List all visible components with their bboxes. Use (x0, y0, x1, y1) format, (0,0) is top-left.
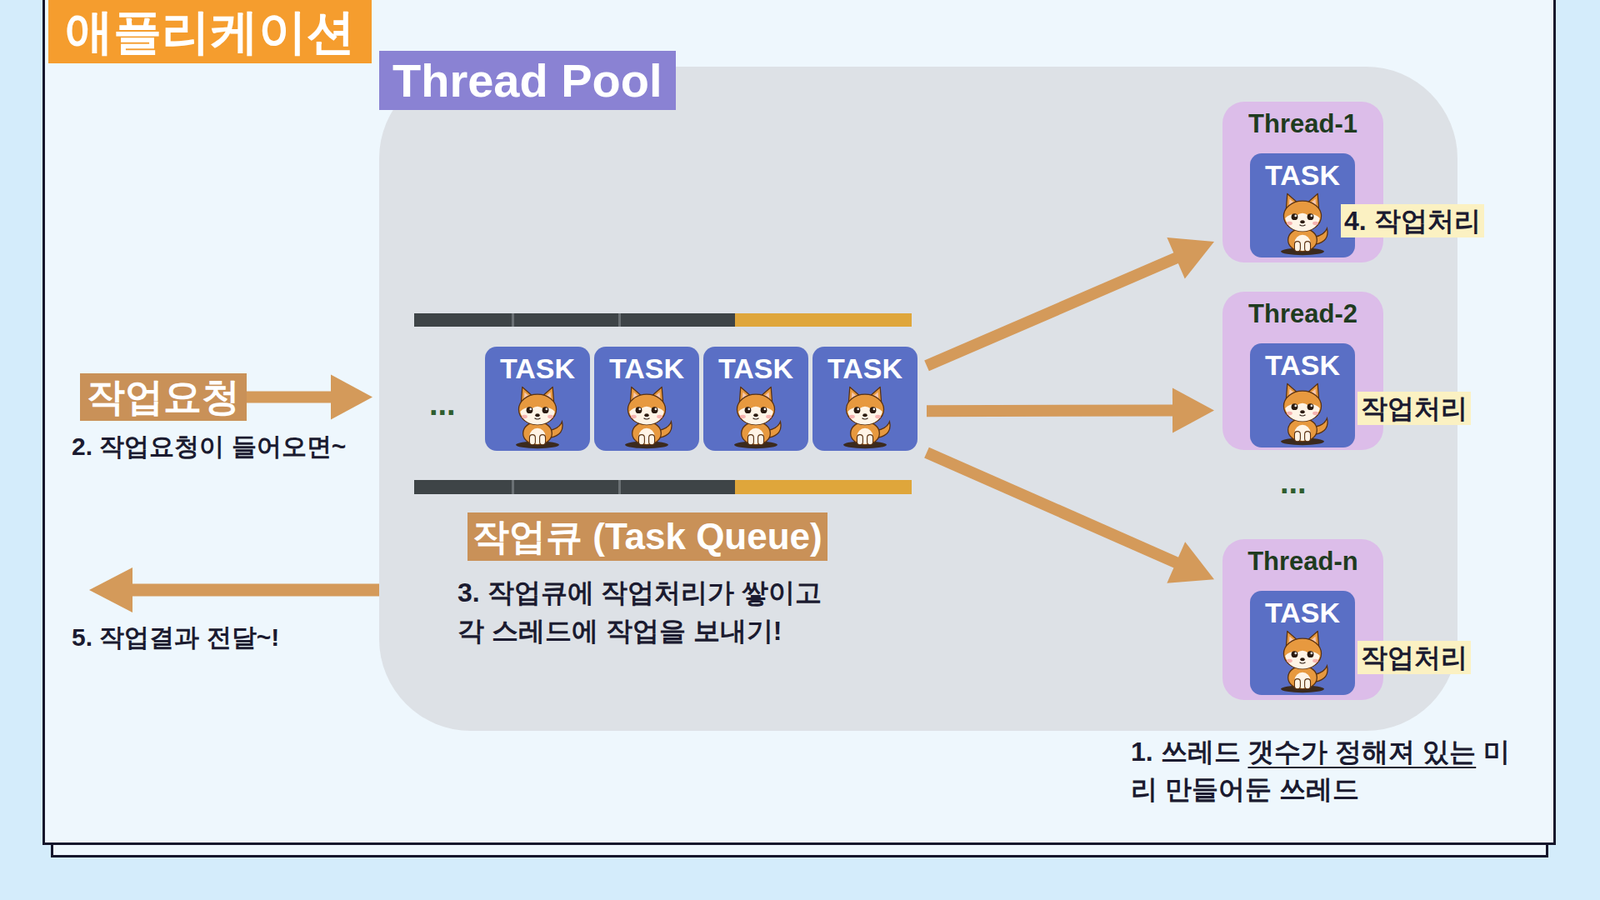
task-label: TASK (1265, 158, 1340, 193)
text-wrap: TASK (1250, 153, 1355, 193)
task-tile: TASK (1250, 153, 1355, 258)
dog-illustration-use (1280, 630, 1328, 693)
label-wrap: 1. 쓰레드 갯수가 정해져 있는 미리 만들어둔 쓰레드 (1130, 733, 1523, 809)
dog-illustration (718, 384, 794, 450)
task-tile: TASK (1250, 590, 1355, 695)
text-wrap: TASK (1250, 590, 1355, 630)
queue-rail-gap (618, 480, 621, 495)
arrow-head (1166, 237, 1215, 280)
task-queue: 작업큐 (Task Queue)TASKTASKTASKTASK (414, 313, 919, 495)
result-arrow-head (89, 567, 133, 613)
arrow-head (330, 375, 373, 420)
ellipsis: ... (1280, 463, 1307, 504)
thread-box: Thread-1TASK (1222, 101, 1384, 263)
step-note: 2. 작업요청이 들어오면~ (71, 430, 346, 463)
queue-rail-yellow (735, 313, 912, 327)
dog-illustration (609, 384, 685, 450)
task-label: TASK (1265, 348, 1340, 383)
task-tile: TASK (812, 346, 918, 451)
task-tile: TASK (1250, 343, 1355, 448)
frame-title: 애플리케이션 (48, 0, 372, 64)
thread-label: Thread-1 (1248, 108, 1358, 140)
process-tag: 작업처리 (1357, 640, 1471, 675)
dog-illustration-use (515, 386, 563, 449)
application-frame: 애플리케이션작업요청 Thread Pool 작업큐 (Task Queue) TAS… (42, 0, 1556, 845)
arrow-shaft (926, 452, 1178, 564)
arrow-shaft (246, 391, 333, 404)
queue-rail-gap (618, 313, 621, 327)
task-label: TASK (609, 351, 685, 386)
arrow-shaft (926, 405, 1175, 418)
flow-arrow (926, 237, 1215, 366)
request-box: 작업요청 (80, 373, 247, 421)
dog-illustration (1265, 628, 1340, 694)
ellipsis: ... (429, 385, 456, 425)
result-arrow-shaft (130, 584, 380, 597)
arrow-head (1166, 541, 1215, 583)
label-wrap: ... (1280, 463, 1307, 504)
underline-group (1247, 767, 1476, 769)
text-wrap: TASK (812, 346, 918, 386)
label-wrap: ... (429, 385, 456, 425)
thread-box: Thread-2TASK (1222, 291, 1384, 450)
flow-arrow (246, 375, 373, 420)
label-wrap: 작업처리 (1357, 391, 1471, 425)
text-wrap: TASK (703, 346, 809, 386)
step-note: 5. 작업결과 전달~! (71, 621, 280, 654)
dog-illustration-use (734, 386, 781, 449)
label-wrap: 4. 작업처리 (1340, 204, 1485, 238)
dog-illustration-use (1280, 193, 1328, 255)
flow-arrow (926, 388, 1215, 434)
text-wrap: TASK (594, 346, 700, 386)
queue-rail (414, 313, 912, 495)
dog-illustration-use (1280, 383, 1328, 445)
label-wrap: 2. 작업요청이 들어오면~ (71, 430, 346, 463)
queue-rail-gap (511, 480, 515, 495)
process-tag: 작업처리 (1357, 391, 1471, 425)
label-wrap: 5. 작업결과 전달~! (71, 621, 280, 654)
text-wrap: TASK (1250, 343, 1355, 383)
arrow-shaft (926, 257, 1178, 366)
arrow-head (1172, 388, 1215, 434)
step-note: 3. 작업큐에 작업처리가 쌓이고 각 스레드에 작업을 보내기! (457, 573, 833, 651)
queue-rail-yellow (735, 480, 912, 495)
dog-illustration-use (625, 386, 672, 449)
step-note: 1. 쓰레드 갯수가 정해져 있는 미리 만들어둔 쓰레드 (1130, 733, 1523, 809)
text-wrap: Thread-2 (1222, 291, 1384, 330)
queue-title: 작업큐 (Task Queue) (467, 512, 828, 561)
task-label: TASK (1265, 595, 1340, 630)
text-wrap: 작업요청 (80, 373, 247, 421)
queue-rail-dark (414, 313, 735, 327)
text-wrap: Thread-n (1222, 539, 1384, 577)
text-wrap: Thread-1 (1222, 101, 1384, 140)
flow-arrow (926, 452, 1215, 584)
underline (1247, 766, 1476, 769)
text-wrap: Thread Pool (379, 50, 676, 110)
task-tile: TASK (485, 346, 590, 451)
task-tile: TASK (703, 346, 809, 451)
task-label: TASK (500, 351, 575, 386)
dog-illustration (500, 384, 575, 450)
process-tag: 4. 작업처리 (1340, 204, 1485, 238)
dog-illustration (827, 384, 903, 450)
task-label: TASK (718, 351, 794, 386)
thread-label: Thread-2 (1248, 298, 1358, 330)
text-wrap: TASK (485, 346, 590, 386)
result-arrow (89, 567, 380, 613)
dog-illustration (1265, 380, 1340, 446)
request-label: 작업요청 (80, 373, 247, 421)
text-wrap: 애플리케이션 (48, 0, 372, 64)
task-tile: TASK (594, 346, 700, 451)
queue-rail-dark (414, 480, 735, 495)
task-label: TASK (827, 351, 903, 386)
label-wrap: 작업처리 (1357, 640, 1471, 675)
panel-title: Thread Pool (379, 50, 676, 110)
thread-box: Thread-nTASK (1222, 539, 1384, 700)
dog-illustration (1265, 190, 1340, 256)
queue-rail-gap (511, 313, 515, 327)
label-wrap: 3. 작업큐에 작업처리가 쌓이고 각 스레드에 작업을 보내기! (457, 573, 833, 651)
dog-illustration-use (843, 386, 890, 449)
text-wrap: 작업큐 (Task Queue) (467, 512, 828, 561)
thread-label: Thread-n (1247, 545, 1359, 577)
